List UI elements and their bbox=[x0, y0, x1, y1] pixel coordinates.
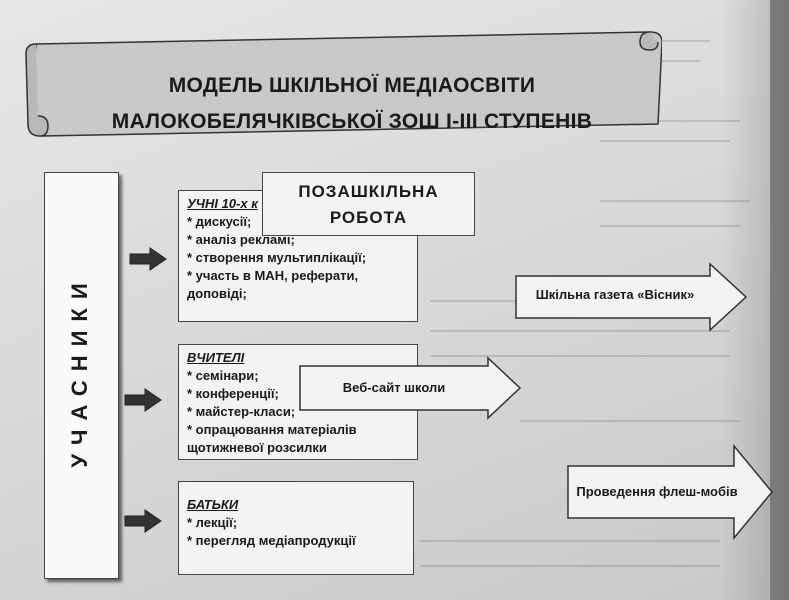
diagram-title: МОДЕЛЬ ШКІЛЬНОЇ МЕДІАОСВІТИ МАЛОКОБЕЛЯЧК… bbox=[72, 68, 632, 140]
background-text-line bbox=[520, 420, 740, 422]
participants-label: УЧАСНИКИ bbox=[67, 274, 92, 468]
flashmob-arrow bbox=[567, 444, 773, 540]
participants-bar: УЧАСНИКИ bbox=[44, 172, 119, 579]
flashmob-label: Проведення флеш-мобів bbox=[576, 484, 738, 499]
arrow-to-students-icon bbox=[129, 247, 167, 271]
background-text-line bbox=[420, 565, 720, 567]
students-item: * участь в МАН, реферати, bbox=[187, 268, 359, 283]
background-text-line bbox=[420, 540, 720, 542]
arrow-to-teachers-icon bbox=[124, 388, 162, 412]
extracurricular-box: ПОЗАШКІЛЬНА РОБОТА bbox=[262, 172, 475, 236]
background-text-line bbox=[430, 330, 730, 332]
title-line-1: МОДЕЛЬ ШКІЛЬНОЇ МЕДІАОСВІТИ bbox=[168, 74, 536, 97]
background-text-line bbox=[600, 120, 740, 122]
background-text-line bbox=[600, 225, 740, 227]
background-text-line bbox=[600, 200, 750, 202]
website-arrow bbox=[299, 356, 522, 420]
students-item: * створення мультиплікації; bbox=[187, 250, 367, 265]
teachers-item: * семінари; bbox=[187, 368, 259, 383]
parents-item: * лекції; bbox=[187, 515, 238, 530]
extracurricular-line-2: РОБОТА bbox=[329, 208, 408, 227]
title-scroll: МОДЕЛЬ ШКІЛЬНОЇ МЕДІАОСВІТИ МАЛОКОБЕЛЯЧК… bbox=[22, 28, 662, 138]
students-item: доповіді; bbox=[187, 286, 247, 301]
students-heading: УЧНІ 10-х к bbox=[187, 196, 258, 211]
website-label: Веб-сайт школи bbox=[342, 380, 446, 395]
background-text-line bbox=[430, 355, 730, 357]
parents-heading: БАТЬКИ bbox=[187, 497, 239, 512]
title-line-2: МАЛОКОБЕЛЯЧКІВСЬКОЇ ЗОШ І-ІІІ СТУПЕНІВ bbox=[111, 110, 593, 133]
teachers-item: * майстер-класи; bbox=[187, 404, 296, 419]
students-item: * дискусії; bbox=[187, 214, 252, 229]
newspaper-label: Шкільна газета «Вісник» bbox=[535, 287, 695, 302]
extracurricular-line-1: ПОЗАШКІЛЬНА bbox=[298, 182, 439, 201]
teachers-item: щотижневої розсилки bbox=[187, 440, 327, 455]
teachers-box: ВЧИТЕЛІ * семінари; * конференції; * май… bbox=[178, 344, 418, 460]
parents-box: БАТЬКИ * лекції; * перегляд медіапродукц… bbox=[178, 481, 414, 575]
parents-item: * перегляд медіапродукції bbox=[187, 533, 356, 548]
background-text-line bbox=[600, 140, 730, 142]
teachers-item: * конференції; bbox=[187, 386, 279, 401]
teachers-item: * опрацювання матеріалів bbox=[187, 422, 357, 437]
newspaper-arrow bbox=[515, 262, 748, 332]
teachers-heading: ВЧИТЕЛІ bbox=[187, 350, 245, 365]
arrow-to-parents-icon bbox=[124, 509, 162, 533]
scroll-shape bbox=[25, 31, 662, 137]
